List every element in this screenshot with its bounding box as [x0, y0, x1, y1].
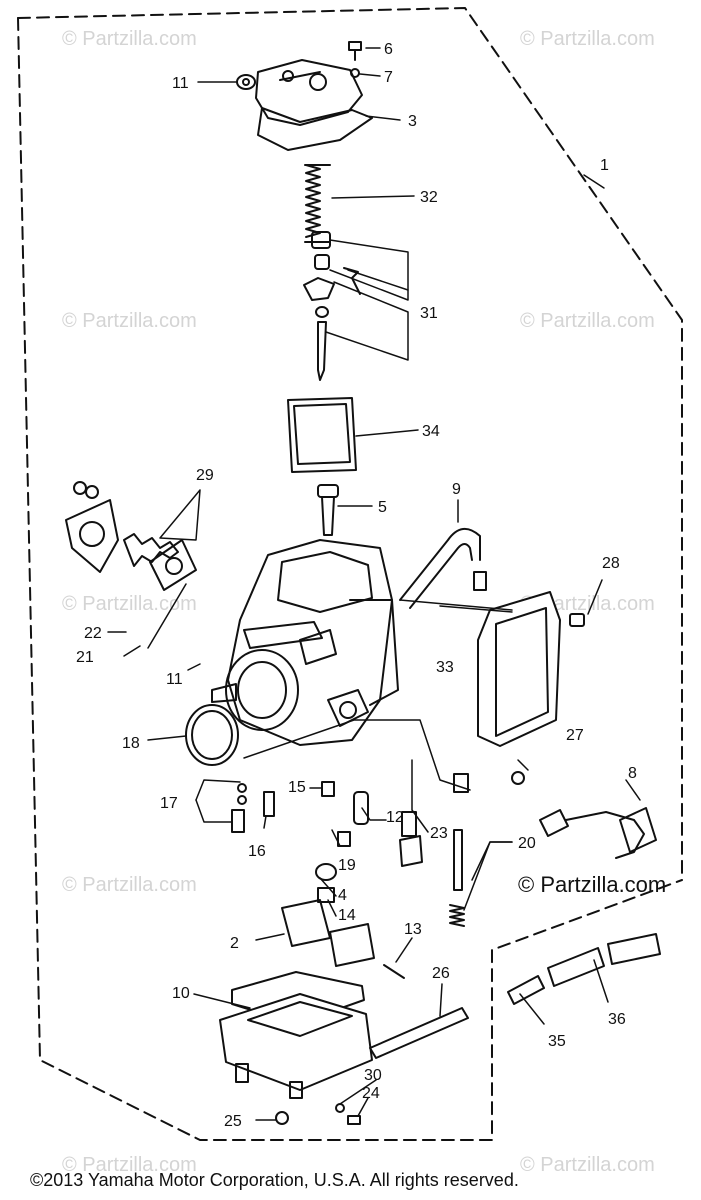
callout-9: 9: [452, 481, 461, 498]
callout-2: 2: [230, 935, 239, 952]
callout-24: 24: [362, 1085, 380, 1102]
callout-20: 20: [518, 835, 536, 852]
callout-11-mid: 11: [166, 671, 183, 688]
watermark: © Partzilla.com: [62, 874, 197, 896]
tube-part: [369, 1007, 469, 1059]
watermark: © Partzilla.com: [62, 28, 197, 50]
callout-4: 4: [338, 887, 347, 904]
callout-17: 17: [160, 795, 178, 812]
drain-screw-part: [335, 1103, 361, 1125]
nut-part: [236, 74, 256, 90]
callout-12: 12: [386, 809, 404, 826]
callout-11-top: 11: [172, 75, 189, 92]
assembly-boundary-left: [17, 17, 683, 1141]
callout-22: 22: [84, 625, 102, 642]
callout-35: 35: [548, 1033, 566, 1050]
callout-33: 33: [436, 659, 454, 676]
callout-14: 14: [338, 907, 356, 924]
callout-5: 5: [378, 499, 387, 516]
callout-6: 6: [384, 41, 393, 58]
side-cover-part: [477, 591, 585, 747]
float-part: [281, 899, 375, 967]
watermark: © Partzilla.com: [62, 310, 197, 332]
jet-parts: [231, 773, 469, 927]
throttle-cover-part: [65, 481, 197, 591]
copyright-notice: ©2013 Yamaha Motor Corporation, U.S.A. A…: [30, 1170, 519, 1190]
callout-13: 13: [404, 921, 422, 938]
callout-26: 26: [432, 965, 450, 982]
hose-part: [399, 528, 487, 609]
callout-30: 30: [364, 1067, 382, 1084]
callout-16: 16: [248, 843, 266, 860]
carburetor-body-part: [211, 539, 399, 746]
diaphragm-part: [287, 397, 357, 473]
jet-needle-part: [303, 231, 361, 381]
float-bowl-part: [219, 971, 373, 1125]
watermark: © Partzilla.com: [62, 593, 197, 615]
float-pin-part: [383, 964, 405, 979]
callout-3: 3: [408, 113, 417, 130]
watermark: © Partzilla.com: [520, 1154, 655, 1176]
top-cover-part: [255, 59, 373, 151]
spring-part: [304, 164, 331, 243]
watermark: © Partzilla.com: [62, 1154, 197, 1176]
callout-7: 7: [384, 69, 393, 86]
callout-29: 29: [196, 467, 214, 484]
callout-15: 15: [288, 779, 306, 796]
callout-31: 31: [420, 305, 438, 322]
callout-32: 32: [420, 189, 438, 206]
callout-8: 8: [628, 765, 637, 782]
watermark: © Partzilla.com: [520, 310, 655, 332]
assembly-boundary: [17, 7, 683, 879]
callout-28: 28: [602, 555, 620, 572]
callout-18: 18: [122, 735, 140, 752]
callout-36: 36: [608, 1011, 626, 1028]
callout-27: 27: [566, 727, 584, 744]
callout-34: 34: [422, 423, 440, 440]
cap-screw-part: [348, 41, 362, 78]
callout-labels: 1 2 3 4 5 6 7 8 9 10 11 11 12 13 14 15 1…: [76, 41, 637, 1130]
callout-25: 25: [224, 1113, 242, 1130]
o-ring-part: [185, 704, 239, 766]
watermark: © Partzilla.com: [520, 28, 655, 50]
fuel-hose-part: [507, 933, 661, 1005]
callout-10: 10: [172, 985, 190, 1002]
pilot-screw-part: [511, 771, 657, 859]
callout-21: 21: [76, 649, 94, 666]
watermark-main: © Partzilla.com: [518, 872, 667, 897]
callout-23: 23: [430, 825, 448, 842]
callout-19: 19: [338, 857, 356, 874]
screw-part: [317, 484, 339, 536]
callout-1: 1: [600, 157, 609, 174]
